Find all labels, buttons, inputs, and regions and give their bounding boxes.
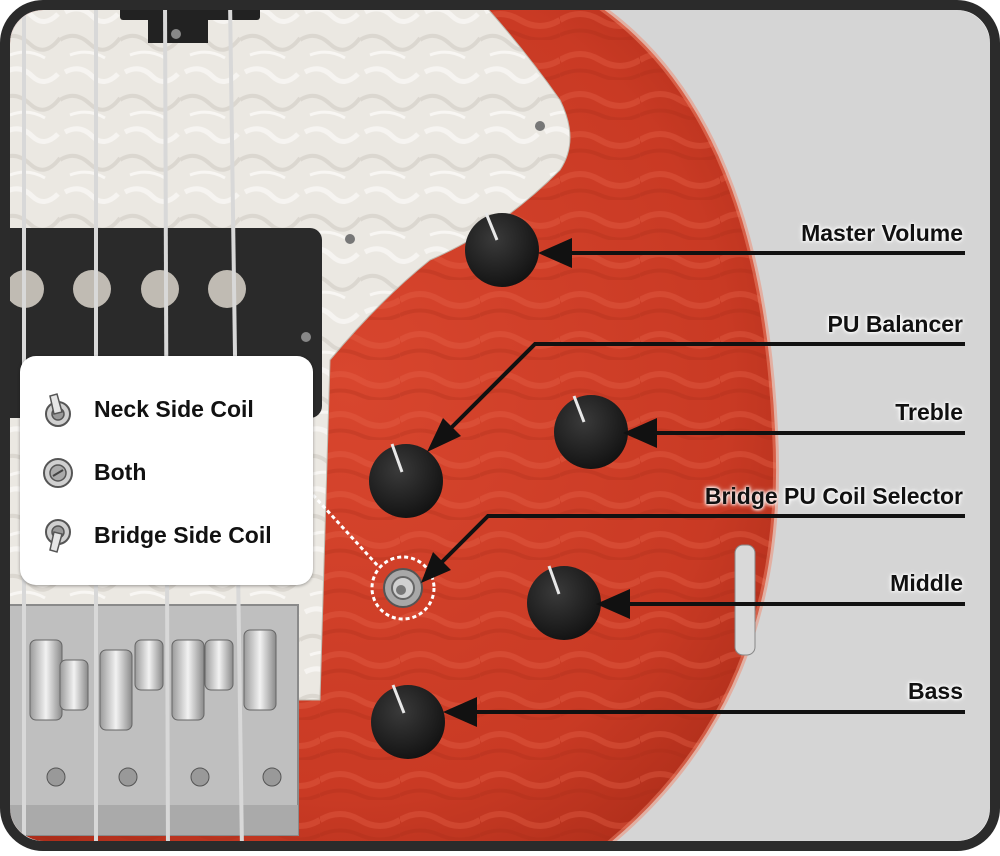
coil-selector-legend: Neck Side Coil Both Bridge Side Coil (20, 356, 313, 585)
legend-label: Both (94, 459, 147, 485)
toggle-center-icon (43, 458, 73, 488)
label-pu-balancer: PU Balancer (827, 311, 963, 337)
treble-knob (554, 395, 628, 469)
pu-balancer-knob (369, 443, 443, 518)
middle-knob (527, 565, 601, 640)
coil-selector-switch (370, 555, 436, 621)
label-middle: Middle (890, 570, 963, 596)
master-volume-knob (465, 212, 539, 287)
legend-label: Bridge Side Coil (94, 522, 272, 548)
legend-label: Neck Side Coil (94, 396, 254, 422)
bass-knob (371, 684, 445, 759)
label-bridge-pu-coil-selector: Bridge PU Coil Selector (704, 483, 963, 509)
label-master-volume: Master Volume (801, 220, 963, 246)
label-bass: Bass (908, 678, 963, 704)
legend-item-bridge-side-coil: Bridge Side Coil (20, 516, 313, 556)
label-treble: Treble (895, 399, 963, 425)
legend-item-neck-side-coil: Neck Side Coil (20, 390, 313, 430)
toggle-up-icon (45, 393, 71, 427)
legend-item-both: Both (20, 453, 313, 493)
toggle-down-icon (45, 519, 71, 553)
